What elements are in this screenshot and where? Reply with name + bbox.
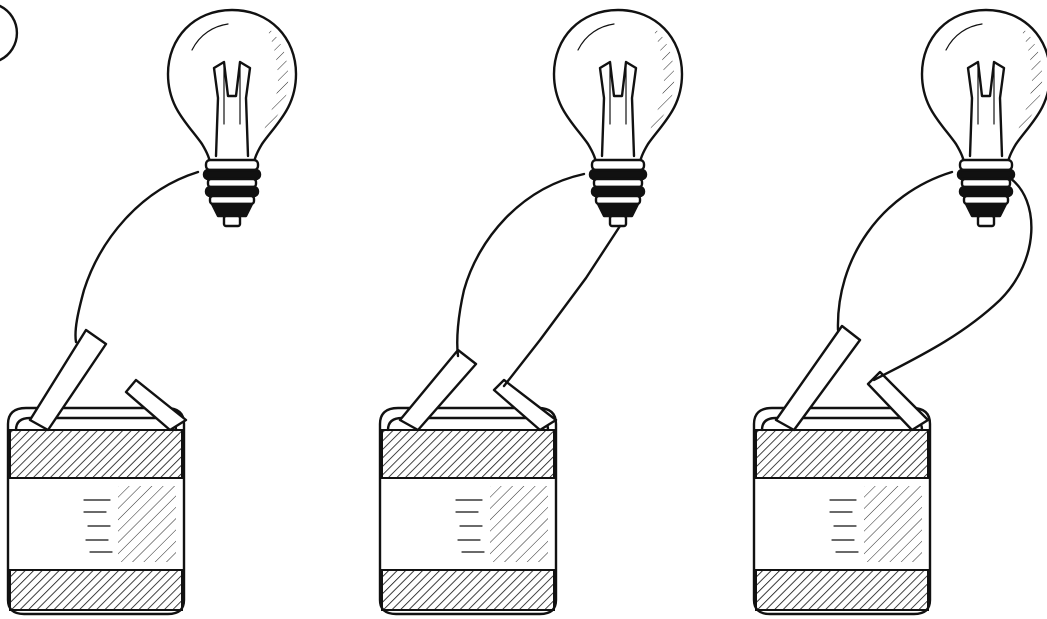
battery-icon — [6, 406, 186, 616]
wire-icon — [836, 170, 954, 332]
circuit-panel-1 — [6, 8, 298, 616]
wire-icon — [74, 170, 200, 344]
wire-icon — [502, 224, 622, 388]
light-bulb-icon — [166, 8, 298, 228]
battery-terminal-icon — [398, 348, 478, 432]
circuit-panel-2 — [378, 8, 684, 616]
battery-terminal-icon — [124, 378, 188, 432]
battery-terminal-icon — [28, 328, 108, 432]
wire-icon — [872, 176, 1033, 382]
panel-marker-circle — [0, 4, 19, 62]
wire-icon — [456, 172, 586, 358]
battery-icon — [752, 406, 932, 616]
battery-icon — [378, 406, 558, 616]
battery-terminal-icon — [866, 370, 930, 432]
light-bulb-icon — [552, 8, 684, 228]
light-bulb-icon — [920, 8, 1047, 228]
battery-terminal-icon — [774, 324, 862, 432]
circuit-panel-3 — [752, 8, 1047, 616]
battery-terminal-icon — [492, 378, 558, 432]
